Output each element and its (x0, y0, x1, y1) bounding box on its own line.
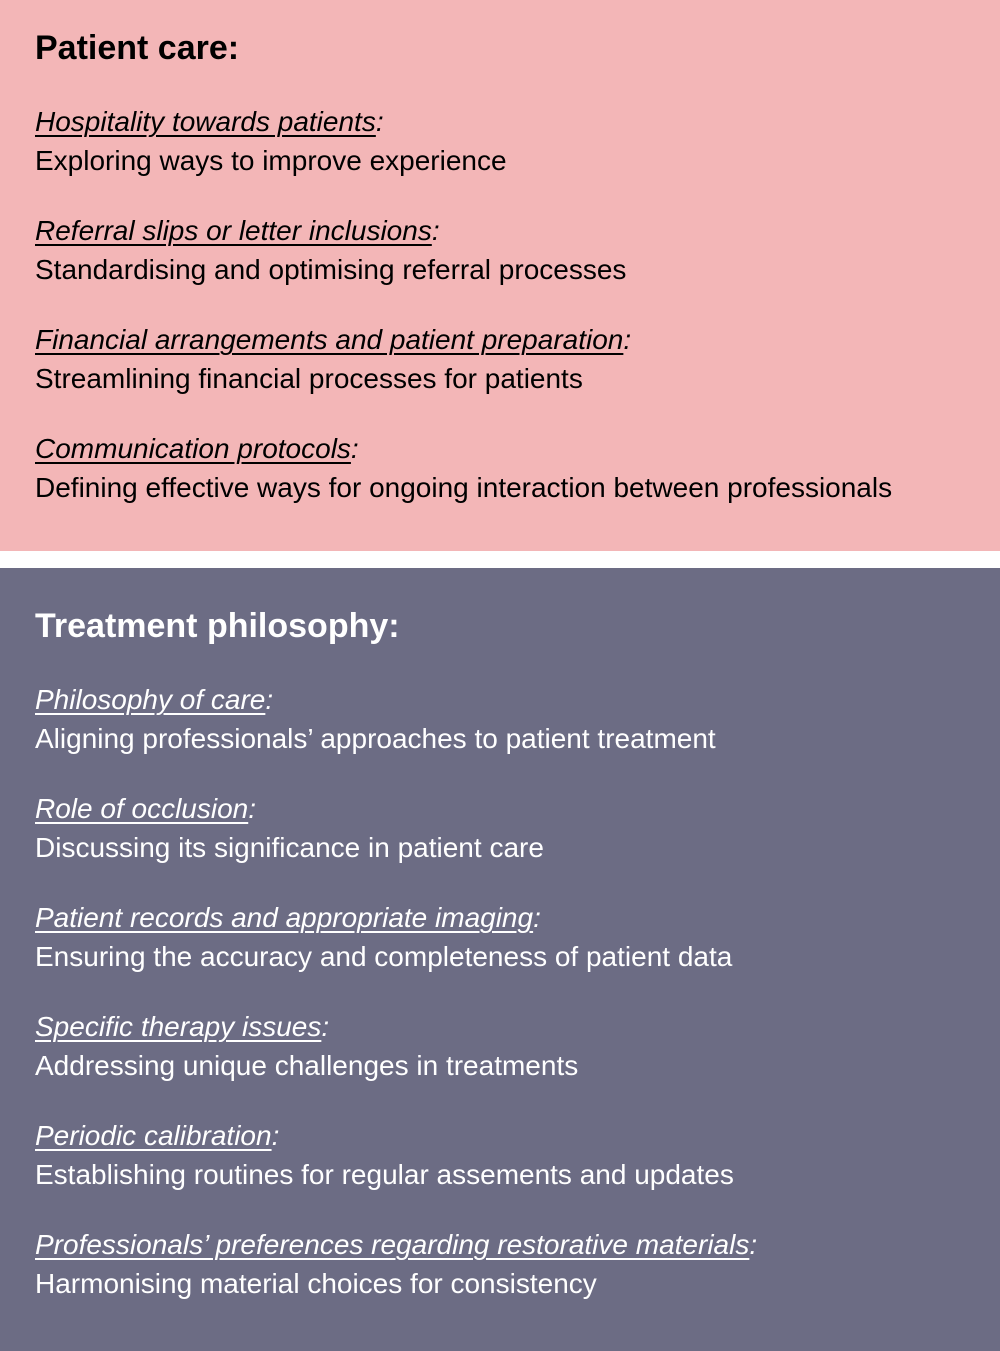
item-title: Communication protocols: (35, 431, 980, 467)
item-title: Financial arrangements and patient prepa… (35, 322, 980, 358)
item-description: Exploring ways to improve experience (35, 145, 507, 176)
treatment-philosophy-item: Role of occlusion: Discussing its signif… (35, 791, 980, 866)
item-title-colon: : (533, 902, 541, 933)
item-title: Role of occlusion: (35, 791, 980, 827)
item-title-text: Role of occlusion (35, 793, 249, 824)
item-description: Addressing unique challenges in treatmen… (35, 1050, 579, 1081)
item-title-colon: : (431, 215, 440, 246)
item-title-text: Patient records and appropriate imaging (35, 902, 534, 933)
item-title-colon: : (623, 324, 632, 355)
item-title: Hospitality towards patients: (35, 104, 980, 140)
item-description: Streamlining financial processes for pat… (35, 363, 583, 394)
item-title-colon: : (321, 1011, 330, 1042)
item-description: Harmonising material choices for consist… (35, 1268, 597, 1299)
item-title-text: Hospitality towards patients (35, 106, 376, 137)
treatment-philosophy-item: Professionals’ preferences regarding res… (35, 1227, 980, 1302)
item-title-text: Financial arrangements and patient prepa… (35, 324, 624, 355)
item-title-text: Philosophy of care (35, 684, 266, 715)
item-title-text: Specific therapy issues (35, 1011, 322, 1042)
treatment-philosophy-item: Patient records and appropriate imaging:… (35, 900, 980, 975)
item-title-text: Referral slips or letter inclusions (35, 215, 432, 246)
item-title-text: Communication protocols (35, 433, 351, 464)
treatment-philosophy-item: Specific therapy issues: Addressing uniq… (35, 1009, 980, 1084)
patient-care-item: Hospitality towards patients: Exploring … (35, 104, 980, 179)
item-title-colon: : (265, 684, 274, 715)
item-title: Patient records and appropriate imaging: (35, 900, 980, 936)
item-title-colon: : (271, 1120, 280, 1151)
item-title: Philosophy of care: (35, 682, 980, 718)
item-title: Specific therapy issues: (35, 1009, 980, 1045)
item-title: Professionals’ preferences regarding res… (35, 1227, 980, 1263)
item-title: Referral slips or letter inclusions: (35, 213, 980, 249)
item-title-colon: : (749, 1229, 758, 1260)
item-title: Periodic calibration: (35, 1118, 980, 1154)
patient-care-item: Communication protocols: Defining effect… (35, 431, 980, 506)
treatment-philosophy-item: Philosophy of care: Aligning professiona… (35, 682, 980, 757)
item-description: Defining effective ways for ongoing inte… (35, 472, 893, 503)
item-title-text: Professionals’ preferences regarding res… (35, 1229, 750, 1260)
item-title-colon: : (248, 793, 257, 824)
item-description: Standardising and optimising referral pr… (35, 254, 627, 285)
item-description: Establishing routines for regular asseme… (35, 1159, 734, 1190)
item-description: Ensuring the accuracy and completeness o… (35, 941, 733, 972)
treatment-philosophy-heading: Treatment philosophy: (35, 607, 400, 645)
item-description: Aligning professionals’ approaches to pa… (35, 723, 716, 754)
item-title-colon: : (350, 433, 359, 464)
patient-care-item: Financial arrangements and patient prepa… (35, 322, 980, 397)
item-description: Discussing its significance in patient c… (35, 832, 544, 863)
treatment-philosophy-panel: Treatment philosophy: Philosophy of care… (0, 568, 1000, 1351)
patient-care-item: Referral slips or letter inclusions: Sta… (35, 213, 980, 288)
patient-care-heading: Patient care: (35, 29, 240, 67)
item-title-colon: : (375, 106, 384, 137)
treatment-philosophy-item: Periodic calibration: Establishing routi… (35, 1118, 980, 1193)
item-title-text: Periodic calibration (35, 1120, 272, 1151)
patient-care-panel: Patient care: Hospitality towards patien… (0, 0, 1000, 551)
